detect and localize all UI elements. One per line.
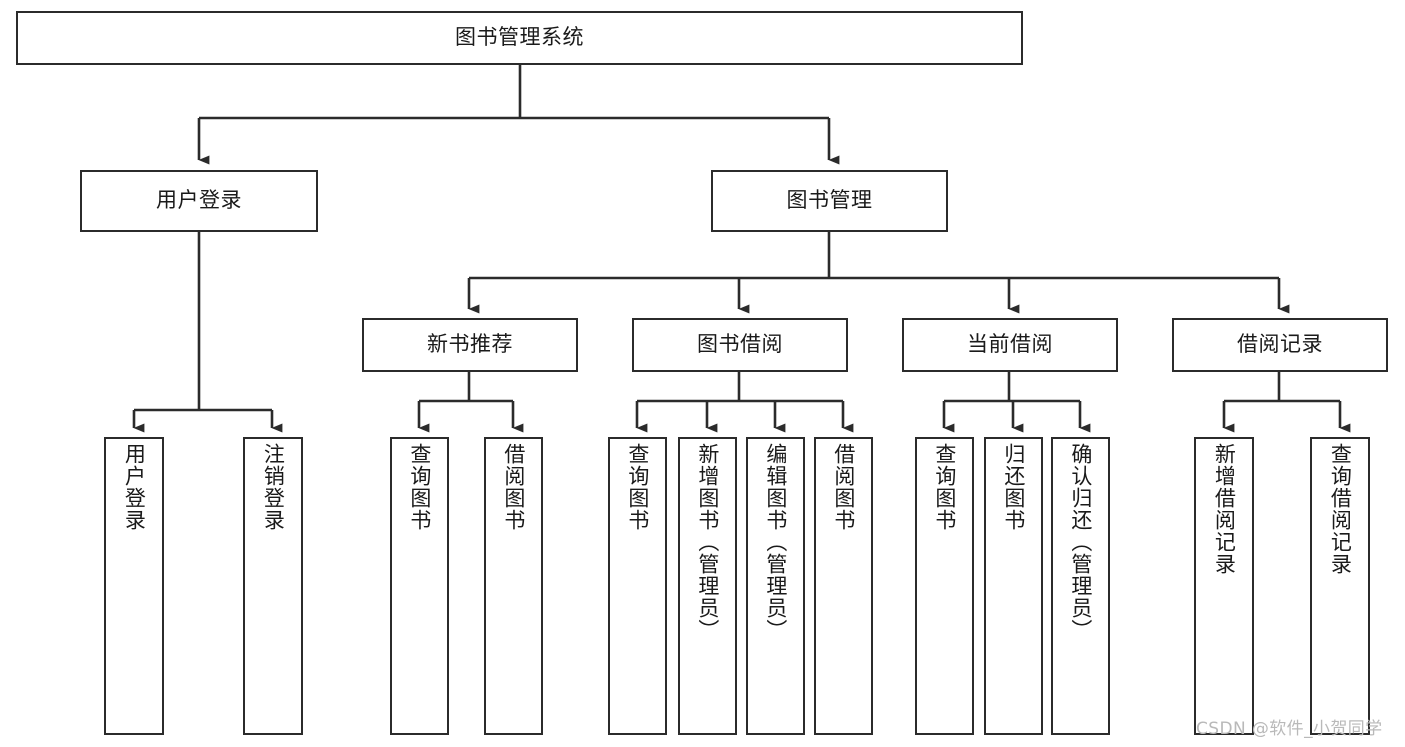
node-book-manage-label: 图书管理 [786,188,873,213]
node-leaf-query-book-1[interactable]: 查询图书 [390,437,449,735]
node-leaf-user-login-label: 用户登录 [122,443,147,531]
node-user-login-label: 用户登录 [156,188,242,213]
node-leaf-confirm-return-label: 确认归还（管理员） [1068,443,1093,641]
node-root-label: 图书管理系统 [455,25,584,50]
csdn-watermark: CSDN @软件_小贺同学 [1196,719,1383,739]
node-borrow-record-label: 借阅记录 [1237,332,1323,357]
node-leaf-add-book[interactable]: 新增图书（管理员） [678,437,737,735]
node-leaf-borrow-book-1[interactable]: 借阅图书 [484,437,543,735]
node-leaf-edit-book-label: 编辑图书（管理员） [763,443,788,641]
node-leaf-query-borrow-record[interactable]: 查询借阅记录 [1310,437,1370,735]
node-leaf-borrow-book-1-label: 借阅图书 [501,443,526,531]
node-leaf-edit-book[interactable]: 编辑图书（管理员） [746,437,805,735]
node-leaf-return-book[interactable]: 归还图书 [984,437,1043,735]
node-leaf-query-book-3[interactable]: 查询图书 [915,437,974,735]
node-leaf-return-book-label: 归还图书 [1001,443,1026,531]
node-leaf-confirm-return[interactable]: 确认归还（管理员） [1051,437,1110,735]
node-leaf-logout-login-label: 注销登录 [261,443,286,531]
node-leaf-borrow-book-2-label: 借阅图书 [831,443,856,531]
node-leaf-add-borrow-record-label: 新增借阅记录 [1212,443,1237,575]
node-leaf-borrow-book-2[interactable]: 借阅图书 [814,437,873,735]
node-new-book-recommend-label: 新书推荐 [427,332,513,357]
node-book-manage[interactable]: 图书管理 [711,170,948,232]
node-leaf-query-borrow-record-label: 查询借阅记录 [1328,443,1353,575]
node-leaf-add-book-label: 新增图书（管理员） [695,443,720,641]
node-new-book-recommend[interactable]: 新书推荐 [362,318,578,372]
node-leaf-query-book-1-label: 查询图书 [407,443,432,531]
node-leaf-logout-login[interactable]: 注销登录 [243,437,303,735]
node-leaf-add-borrow-record[interactable]: 新增借阅记录 [1194,437,1254,735]
node-book-borrow-label: 图书借阅 [697,332,783,357]
node-root[interactable]: 图书管理系统 [16,11,1023,65]
node-leaf-query-book-2-label: 查询图书 [625,443,650,531]
node-leaf-query-book-3-label: 查询图书 [932,443,957,531]
node-leaf-query-book-2[interactable]: 查询图书 [608,437,667,735]
node-leaf-user-login[interactable]: 用户登录 [104,437,164,735]
node-borrow-record[interactable]: 借阅记录 [1172,318,1388,372]
node-current-borrow-label: 当前借阅 [967,332,1053,357]
node-current-borrow[interactable]: 当前借阅 [902,318,1118,372]
node-book-borrow[interactable]: 图书借阅 [632,318,848,372]
node-user-login[interactable]: 用户登录 [80,170,318,232]
